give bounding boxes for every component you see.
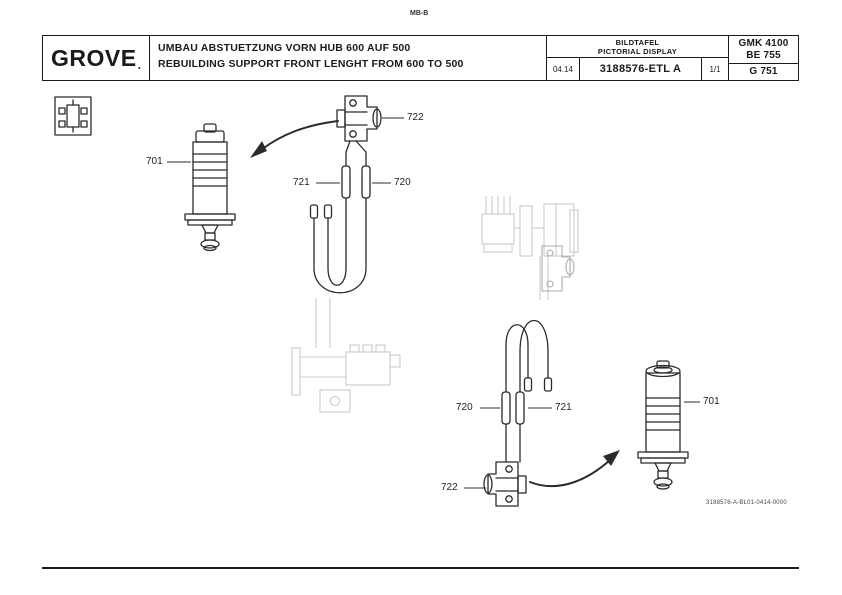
bottom-rule bbox=[42, 567, 799, 569]
part-label-bracket-upper: 722 bbox=[407, 112, 424, 123]
panel-title: BILDTAFEL PICTORIAL DISPLAY bbox=[547, 36, 728, 58]
mounting-bracket-lower bbox=[483, 461, 527, 507]
grove-logo: GROVE bbox=[51, 44, 137, 71]
model-ref-2-row: G 751 bbox=[729, 64, 798, 80]
mounting-bracket-upper bbox=[336, 95, 382, 142]
part-label-hose-upper-left: 721 bbox=[293, 177, 310, 188]
model-ref-2: G 751 bbox=[749, 66, 778, 77]
part-label-cylinder-left: 701 bbox=[146, 156, 163, 167]
drawing-code: 3188576-A-BL01-0414-0000 bbox=[706, 500, 787, 506]
leader-lines bbox=[167, 117, 700, 489]
grove-logo-mark: . bbox=[137, 58, 141, 72]
part-label-hose-lower-right: 721 bbox=[555, 402, 572, 413]
title-german: UMBAU ABSTUETZUNG VORN HUB 600 AUF 500 bbox=[158, 42, 411, 54]
part-label-hose-upper-right: 720 bbox=[394, 177, 411, 188]
model-ref-1: BE 755 bbox=[746, 49, 781, 61]
document-date: 04.14 bbox=[547, 58, 580, 80]
hoses-upper bbox=[309, 140, 371, 294]
upper-move-arrow bbox=[250, 120, 339, 158]
part-label-hose-lower-left: 720 bbox=[456, 402, 473, 413]
panel-title-german: BILDTAFEL bbox=[615, 37, 660, 47]
logo-cell: GROVE . bbox=[43, 36, 150, 80]
lower-move-arrow bbox=[529, 450, 620, 488]
support-cylinder-right bbox=[637, 360, 689, 490]
orientation-icon bbox=[54, 96, 92, 136]
title-cell: UMBAU ABSTUETZUNG VORN HUB 600 AUF 500 R… bbox=[150, 36, 547, 80]
phantom-bracket bbox=[541, 245, 575, 292]
title-block: GROVE . UMBAU ABSTUETZUNG VORN HUB 600 A… bbox=[42, 35, 799, 81]
panel-cell: BILDTAFEL PICTORIAL DISPLAY 04.14 318857… bbox=[547, 36, 729, 80]
page-top-note: MB-B bbox=[410, 10, 429, 17]
phantom-assembly-right bbox=[481, 196, 579, 300]
phantom-assembly-left bbox=[291, 298, 401, 413]
model-cell: GMK 4100 BE 755 G 751 bbox=[729, 36, 798, 80]
part-label-bracket-lower: 722 bbox=[441, 482, 458, 493]
model-refs: GMK 4100 BE 755 bbox=[729, 36, 798, 64]
document-row: 04.14 3188576-ETL A 1/1 bbox=[547, 58, 728, 80]
support-cylinder-left bbox=[184, 123, 236, 252]
sheet-number: 1/1 bbox=[709, 64, 721, 74]
panel-title-english: PICTORIAL DISPLAY bbox=[597, 46, 678, 56]
model-name: GMK 4100 bbox=[738, 37, 789, 49]
hoses-lower bbox=[501, 320, 553, 463]
part-label-cylinder-right: 701 bbox=[703, 396, 720, 407]
document-number: 3188576-ETL A bbox=[580, 58, 702, 80]
title-english: REBUILDING SUPPORT FRONT LENGHT FROM 600… bbox=[158, 58, 464, 70]
